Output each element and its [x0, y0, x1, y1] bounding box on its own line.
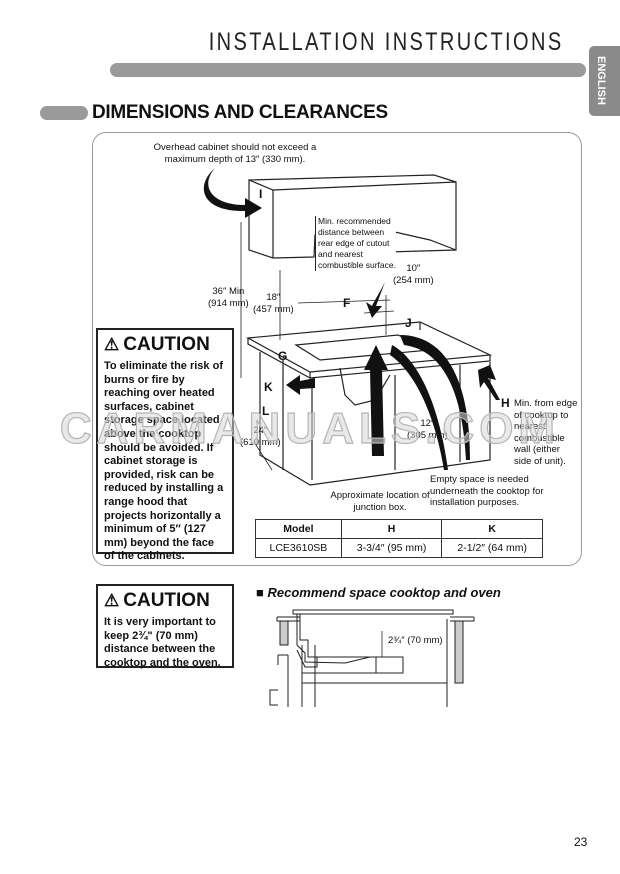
dim-metric: (305 mm) [407, 429, 448, 441]
label-f: F [343, 296, 351, 310]
h-note: Min. from edge of cooktop to nearest com… [514, 398, 577, 467]
section-title: DIMENSIONS AND CLEARANCES [92, 102, 388, 123]
empty-space-note: Empty space is needed underneath the coo… [430, 474, 544, 509]
label-h: H [501, 396, 510, 410]
note-line: nearest [514, 421, 546, 432]
oven-section-title-text: Recommend space cooktop and oven [267, 585, 501, 600]
note-line: of cooktop to [514, 409, 569, 421]
label-i: I [259, 187, 263, 201]
dim-value: 18″ [266, 292, 281, 303]
table-header-row: Model H K [255, 519, 543, 539]
language-tab: ENGLISH [589, 46, 620, 116]
caution-title: CAUTION [123, 334, 210, 355]
note-line: junction box. [353, 501, 407, 513]
note-line: Min. from edge [514, 398, 578, 409]
language-label: ENGLISH [595, 56, 607, 105]
overhead-note: Overhead cabinet should not exceed a max… [153, 142, 317, 165]
note-line: rear edge of cutout [318, 238, 390, 248]
oven-section-title: ■ Recommend space cooktop and oven [256, 585, 501, 600]
note-line: Approximate location of [330, 490, 430, 501]
note-line: Min. recommended [318, 216, 391, 226]
oven-gap-dimension: 2¾″ (70 mm) [388, 635, 443, 646]
header-cell: Model [255, 519, 342, 539]
header-cell: H [340, 519, 443, 539]
note-line: distance between [318, 227, 385, 237]
header-bar [110, 63, 586, 77]
caution-box-cabinet: ⚠CAUTION To eliminate the risk of burns … [96, 328, 234, 562]
table-row: LCE3610SB 3-3/4″ (95 mm) 2-1/2″ (64 mm) [255, 538, 543, 558]
dim-metric: (457 mm) [253, 303, 294, 315]
note-line: side of unit). [514, 455, 566, 467]
note-line: combustible [514, 432, 565, 444]
table-cell: 2-1/2″ (64 mm) [441, 538, 543, 558]
junction-note: Approximate location of junction box. [305, 490, 455, 513]
note-line: installation purposes. [430, 497, 520, 508]
dim-value: 36″ Min [212, 286, 245, 297]
caution-text: It is very important to keep 2¾" (70 mm)… [104, 616, 221, 669]
note-line: underneath the cooktop for [430, 485, 544, 497]
note-line: Empty space is needed [430, 474, 529, 485]
header-title: INSTALLATION INSTRUCTIONS [209, 28, 564, 56]
dim-18: 18″(457 mm) [253, 292, 294, 315]
dim-metric: (254 mm) [393, 274, 434, 286]
dim-24: 24″(610 mm) [240, 425, 281, 448]
caution-text: To eliminate the risk of burns or fire b… [104, 360, 224, 563]
label-g: G [278, 349, 288, 363]
header-cell: K [441, 519, 543, 539]
note-line: and nearest [318, 249, 363, 259]
warning-triangle-icon: ⚠ [104, 591, 120, 610]
dimensions-table: Model H K LCE3610SB 3-3/4″ (95 mm) 2-1/2… [255, 519, 543, 558]
section-marker [40, 106, 88, 120]
dim-value: 24″ [253, 425, 268, 436]
warning-triangle-icon: ⚠ [104, 335, 120, 354]
dim-metric: (914 mm) [208, 297, 249, 309]
caution-title: CAUTION [123, 590, 210, 611]
dim-value: 12″ [420, 418, 435, 429]
table-cell: LCE3610SB [255, 538, 342, 558]
note-line: wall (either [514, 444, 560, 455]
dim-metric: (610 mm) [240, 436, 281, 448]
dim-10: 10″(254 mm) [393, 263, 434, 286]
diagram-panel [92, 132, 582, 566]
label-k: K [264, 380, 273, 394]
table-cell: 3-3/4″ (95 mm) [340, 538, 443, 558]
page-number: 23 [574, 835, 588, 849]
dim-value: 10″ [406, 263, 421, 274]
caution-box-oven: ⚠CAUTION It is very important to keep 2¾… [96, 584, 234, 669]
dim-36: 36″ Min(914 mm) [208, 286, 249, 309]
note-line: combustible surface. [318, 260, 396, 270]
label-l: L [262, 404, 270, 418]
min-distance-note: Min. recommended distance between rear e… [315, 216, 396, 271]
label-j: J [405, 316, 412, 330]
square-bullet-icon: ■ [256, 585, 264, 600]
dim-12: 12″(305 mm) [407, 418, 448, 441]
cooktop-oven-diagram [269, 609, 475, 707]
